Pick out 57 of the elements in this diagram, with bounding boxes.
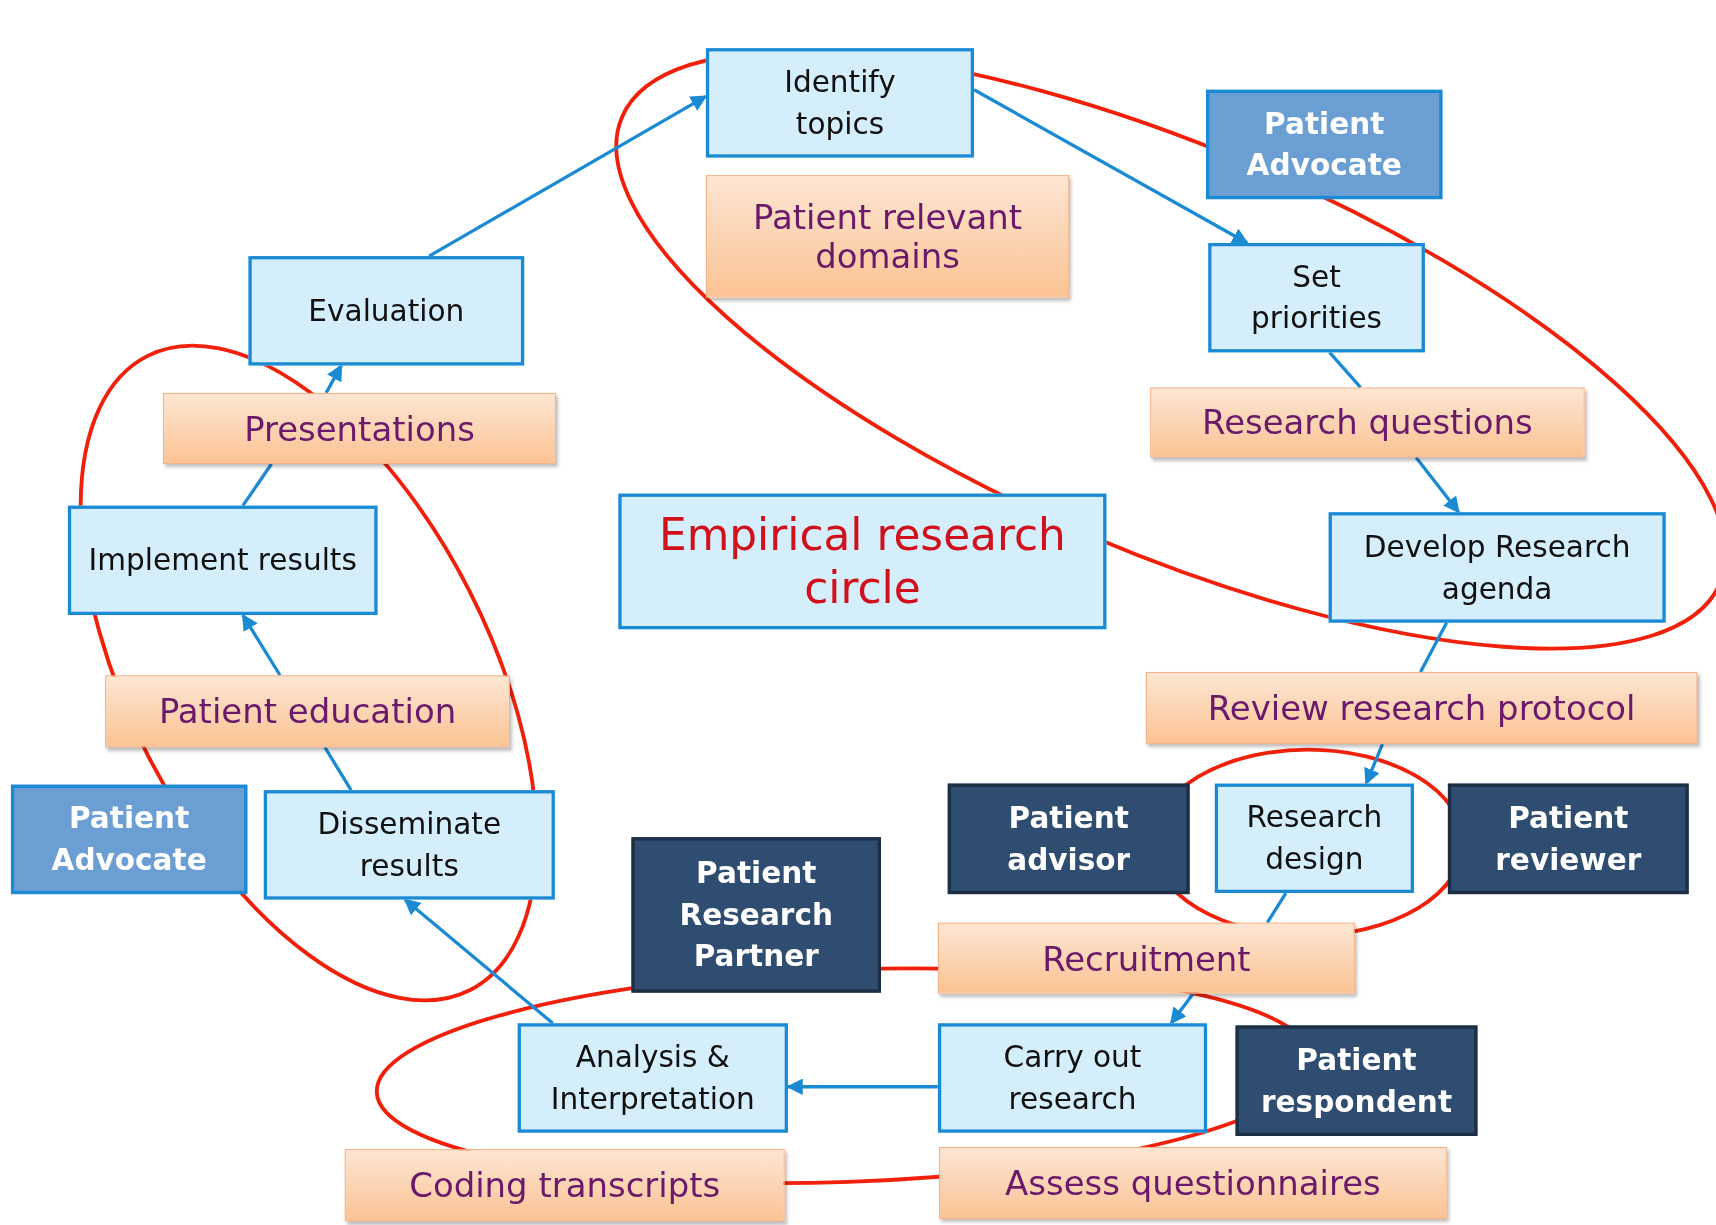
node-label: Patient relevant domains xyxy=(752,197,1024,276)
node-label: Recruitment xyxy=(1042,938,1251,978)
topic-box xyxy=(705,175,1070,298)
node-label: Patient reviewer xyxy=(1494,799,1643,879)
role-box xyxy=(631,837,881,993)
role-box xyxy=(1206,89,1443,200)
topic-box xyxy=(163,392,556,465)
node-label: Set priorities xyxy=(1250,258,1383,337)
node-label: Identify topics xyxy=(783,63,897,143)
topic-box xyxy=(937,922,1355,994)
node-label: Presentations xyxy=(244,408,475,449)
node-label: Evaluation xyxy=(308,292,465,330)
process-box xyxy=(517,1023,788,1133)
process-box xyxy=(1214,783,1414,894)
arrow xyxy=(428,94,708,258)
arrow xyxy=(1414,456,1460,514)
title-box xyxy=(618,493,1107,630)
topic-box xyxy=(344,1149,785,1222)
arrow xyxy=(403,898,554,1025)
node-label: Coding transcripts xyxy=(409,1165,721,1205)
arrow xyxy=(324,364,343,394)
role-box xyxy=(1447,783,1689,895)
role-box xyxy=(947,783,1190,895)
node-label: Develop Research agenda xyxy=(1362,528,1632,607)
node-label: Implement results xyxy=(88,541,357,579)
node-label: Patient Advocate xyxy=(50,800,208,879)
process-box xyxy=(937,1023,1208,1133)
node-label: Patient respondent xyxy=(1259,1041,1454,1120)
role-box xyxy=(10,784,248,895)
node-label: Carry out research xyxy=(1002,1038,1143,1118)
node-label: Patient education xyxy=(158,691,457,732)
process-box xyxy=(1208,242,1425,353)
process-box xyxy=(248,256,525,366)
node-label: Assess questionnaires xyxy=(1005,1163,1381,1203)
topic-box xyxy=(1150,387,1585,458)
arrow xyxy=(1364,743,1384,786)
role-box xyxy=(1235,1025,1478,1136)
node-label: Patient Advocate xyxy=(1245,105,1403,184)
arrow xyxy=(241,613,282,677)
process-box xyxy=(263,790,555,900)
process-box xyxy=(67,505,378,616)
node-label: Analysis & Interpretation xyxy=(549,1038,756,1118)
topic-box xyxy=(1145,671,1698,745)
node-label: Research design xyxy=(1245,799,1384,878)
node-label: Patient Research Partner xyxy=(678,855,834,975)
topic-box xyxy=(105,675,510,748)
arrow xyxy=(1169,992,1195,1025)
process-box xyxy=(1328,512,1666,623)
process-box xyxy=(705,48,974,158)
arrow xyxy=(786,1078,938,1095)
arrow xyxy=(973,88,1249,245)
node-label: Patient advisor xyxy=(1006,799,1132,879)
node-label: Research questions xyxy=(1202,402,1533,443)
node-label: Disseminate results xyxy=(316,805,503,885)
topic-box xyxy=(939,1146,1447,1220)
node-label: Empirical research circle xyxy=(658,509,1067,614)
node-label: Review research protocol xyxy=(1207,688,1636,728)
